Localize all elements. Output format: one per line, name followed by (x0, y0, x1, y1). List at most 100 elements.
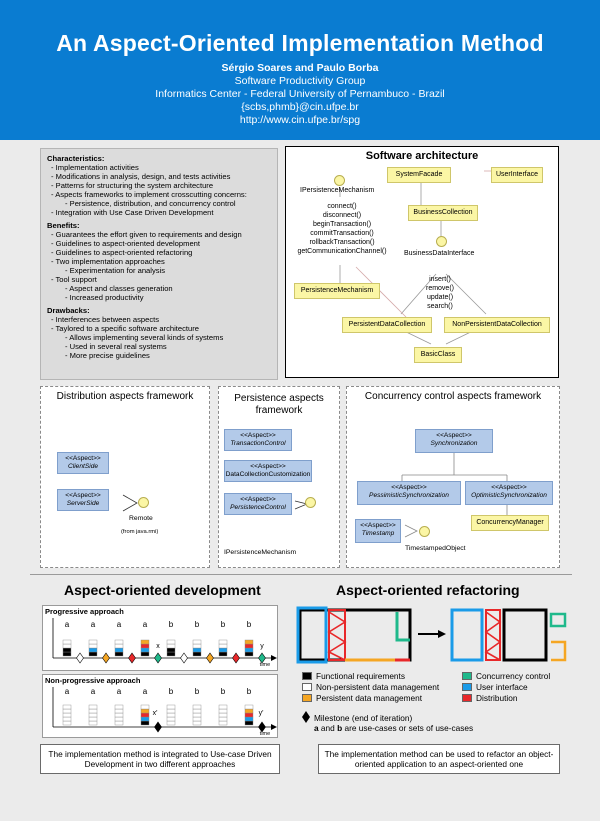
legend-label: Persistent data management (316, 693, 423, 703)
legend-concurrency: Concurrency control (462, 671, 550, 681)
iteration-stack (140, 643, 150, 649)
aor-footer: The implementation method can be used to… (318, 744, 560, 774)
iteration-stack (192, 647, 202, 653)
iteration-stack (244, 651, 254, 657)
aspect-name: ServerSide (66, 500, 100, 507)
iteration-stack (218, 639, 228, 645)
list-item: - Patterns for structuring the system ar… (51, 181, 214, 190)
stereotype: <<Aspect>> (491, 484, 527, 491)
bdi-interface-icon (436, 236, 447, 247)
iteration-letter: a (65, 620, 70, 629)
progressive-label: Progressive approach (45, 607, 124, 616)
iteration-stack (88, 651, 98, 657)
persistence-title: Persistence aspects framework (234, 393, 324, 416)
iteration-stack (62, 651, 72, 657)
iteration-stack (218, 647, 228, 653)
optimistic-sync-aspect: <<Aspect>> OptimisticSynchronization (465, 481, 553, 505)
list-item: - Tool support (51, 275, 97, 284)
iteration-letter: a (91, 687, 96, 696)
iteration-letter: b (195, 687, 200, 696)
website-link[interactable]: http://www.cin.ufpe.br/spg (239, 114, 361, 126)
iteration-stack (140, 712, 150, 718)
ipm-interface-icon (305, 497, 316, 508)
iteration-stack (140, 708, 150, 714)
method: connect() (327, 203, 357, 210)
list-item: - Guidelines to aspect-oriented refactor… (51, 248, 193, 257)
concurrency-connectors (401, 453, 508, 538)
section-divider (30, 574, 572, 575)
aspect-name: TransactionControl (230, 440, 286, 447)
list-subitem: - Used in several real systems (65, 342, 167, 351)
list-subitem: - Aspect and classes generation (65, 284, 173, 293)
method: search() (427, 303, 453, 310)
remote-interface-icon (138, 497, 149, 508)
iteration-stack (192, 643, 202, 649)
legend-functional: Functional requirements (302, 671, 405, 681)
list-item: - Guarantees the effort given to require… (51, 230, 242, 239)
swatch (462, 672, 472, 680)
iteration-stack (62, 720, 72, 726)
iteration-letter: b (221, 620, 226, 629)
method: rollbackTransaction() (309, 239, 375, 246)
aor-title: Aspect-oriented refactoring (336, 582, 520, 598)
stereotype: <<Aspect>> (391, 484, 427, 491)
legend-milestone: Milestone (end of iteration) (302, 711, 412, 723)
milestone-diamond (206, 652, 214, 664)
note-text: are use-cases or sets of use-cases (342, 723, 474, 733)
list-item: - Two implementation approaches (51, 257, 165, 266)
persistence-control-aspect: <<Aspect>> PersistenceControl (224, 493, 292, 515)
iteration-stack (218, 708, 228, 714)
distribution-title: Distribution aspects framework (56, 391, 194, 402)
iteration-stack (88, 720, 98, 726)
iteration-stack (140, 720, 150, 726)
transaction-control-aspect: <<Aspect>> TransactionControl (224, 429, 292, 451)
list-subitem: - Persistence, distribution, and concurr… (65, 199, 236, 208)
iteration-stack (218, 712, 228, 718)
iteration-stack (140, 647, 150, 653)
stereotype: <<Aspect>> (360, 522, 396, 529)
iteration-stack (140, 639, 150, 645)
iteration-stack (244, 643, 254, 649)
architecture-title: Software architecture (365, 150, 479, 162)
aod-title: Aspect-oriented development (64, 582, 261, 598)
iteration-stack (88, 647, 98, 653)
iteration-stack (166, 712, 176, 718)
client-side-aspect: <<Aspect>> ClientSide (57, 452, 109, 474)
characteristics-panel: Characteristics: - Implementation activi… (40, 148, 278, 380)
time-label: time (260, 731, 270, 737)
swatch (302, 672, 312, 680)
iteration-stack (140, 716, 150, 722)
milestone-diamond (102, 652, 110, 664)
note-a: a (314, 723, 319, 733)
iteration-stack (192, 651, 202, 657)
aspect-name: Synchronization (430, 440, 478, 447)
ipm-label: IPersistenceMechanism (224, 549, 297, 556)
iteration-stack (218, 716, 228, 722)
iteration-stack (62, 708, 72, 714)
persistence-connector (294, 500, 309, 510)
axis-arrow (271, 655, 277, 661)
iteration-stack (218, 651, 228, 657)
iteration-letter: a (117, 687, 122, 696)
stereotype: <<Aspect>> (240, 432, 276, 439)
iteration-letter: b (247, 687, 252, 696)
list-item: - Modifications in analysis, design, and… (51, 172, 231, 181)
aspect-name: ClientSide (67, 463, 99, 470)
iteration-stack (244, 647, 254, 653)
iteration-letter: a (143, 687, 148, 696)
iteration-stack (62, 643, 72, 649)
milestone-diamond (128, 652, 136, 664)
system-facade-class: SystemFacade (387, 167, 451, 183)
milestone-diamond (154, 652, 162, 664)
ipm-methods: connect() disconnect() beginTransaction(… (292, 202, 392, 256)
milestone-x: x (156, 643, 160, 650)
iteration-stack (88, 716, 98, 722)
authors: Sérgio Soares and Paulo Borba (221, 62, 379, 74)
iteration-stack (88, 704, 98, 710)
stereotype: <<Aspect>> (240, 496, 276, 503)
iteration-letter: a (65, 687, 70, 696)
iteration-stack (114, 639, 124, 645)
